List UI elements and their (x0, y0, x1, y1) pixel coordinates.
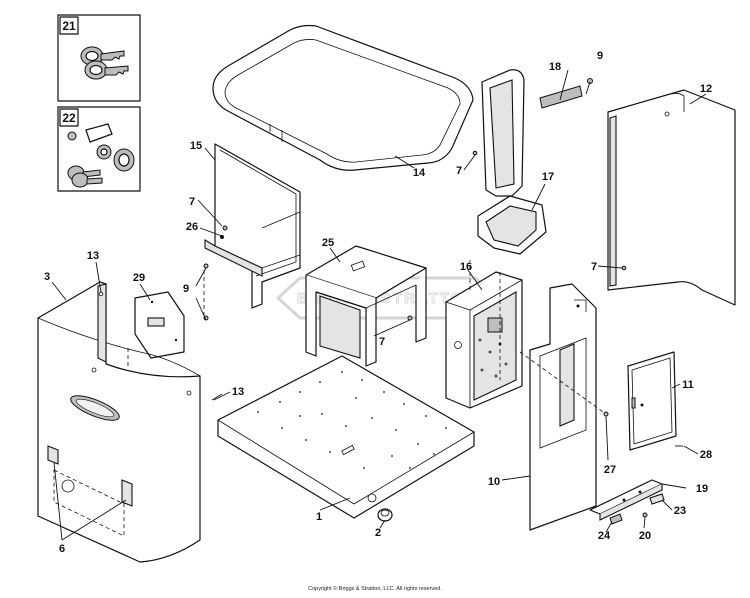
callout-12: 12 (700, 83, 712, 95)
fasteners (203, 150, 627, 417)
alignment-lines (203, 260, 607, 415)
part-10-door-panel (529, 283, 597, 531)
callout-13-screw: 13 (232, 386, 244, 398)
part-9-fastener (587, 78, 593, 84)
part-12-rear-panel (607, 89, 736, 306)
part-16-electrical-box (445, 271, 523, 409)
part-2-plug (377, 508, 393, 522)
callout-9-bracket: 9 (183, 283, 189, 295)
callout-10: 10 (488, 476, 500, 488)
brand-logo (70, 395, 120, 421)
callout-7-duct: 7 (456, 165, 462, 177)
callouts: 1 2 3 6 7 7 7 7 9 9 10 11 12 13 13 14 15… (44, 50, 712, 555)
callout-3: 3 (44, 271, 50, 283)
part-1-base (217, 355, 475, 519)
inset-22-lock: 22 (57, 106, 141, 192)
callout-23: 23 (674, 505, 686, 517)
callout-24: 24 (598, 530, 611, 542)
callout-2: 2 (375, 527, 381, 539)
part-25-frame (305, 245, 427, 367)
callout-28: 28 (700, 449, 712, 461)
inset-21-number: 21 (62, 19, 76, 33)
callout-17: 17 (542, 171, 554, 183)
callout-14: 14 (413, 167, 426, 179)
callout-7-bracket: 7 (189, 196, 195, 208)
callout-7-rear: 7 (591, 261, 597, 273)
part-15-bracket (204, 143, 301, 309)
callout-1: 1 (316, 511, 322, 523)
callout-9-top: 9 (597, 50, 603, 62)
callout-11: 11 (682, 379, 694, 391)
callout-13-housing: 13 (87, 250, 99, 262)
callout-6: 6 (59, 543, 65, 555)
lock-icon (67, 123, 135, 188)
part-29-plate (134, 291, 185, 359)
part-17-duct (477, 69, 547, 255)
part-14-lid (212, 24, 474, 171)
part-20-screw (642, 512, 648, 518)
callout-15: 15 (190, 140, 202, 152)
part-23-strip (649, 493, 665, 505)
callout-29: 29 (133, 272, 145, 284)
part-11-small-door (627, 351, 677, 451)
callout-26: 26 (186, 221, 198, 233)
callout-19: 19 (696, 483, 708, 495)
inset-21-keys: 21 (57, 14, 141, 102)
part-3-housing (37, 281, 201, 563)
copyright-notice: Copyright © Briggs & Stratton, LLC. All … (308, 586, 442, 592)
leader-lines (51, 69, 707, 541)
callout-7-frame: 7 (379, 336, 385, 348)
callout-16: 16 (460, 261, 472, 273)
inset-22-number: 22 (62, 111, 76, 125)
callout-27: 27 (604, 464, 616, 476)
key-icon (80, 46, 129, 80)
part-19-rail (589, 479, 663, 521)
callout-18: 18 (549, 61, 561, 73)
callout-25: 25 (322, 237, 334, 249)
callout-20: 20 (639, 530, 651, 542)
part-24-clip (609, 513, 623, 525)
